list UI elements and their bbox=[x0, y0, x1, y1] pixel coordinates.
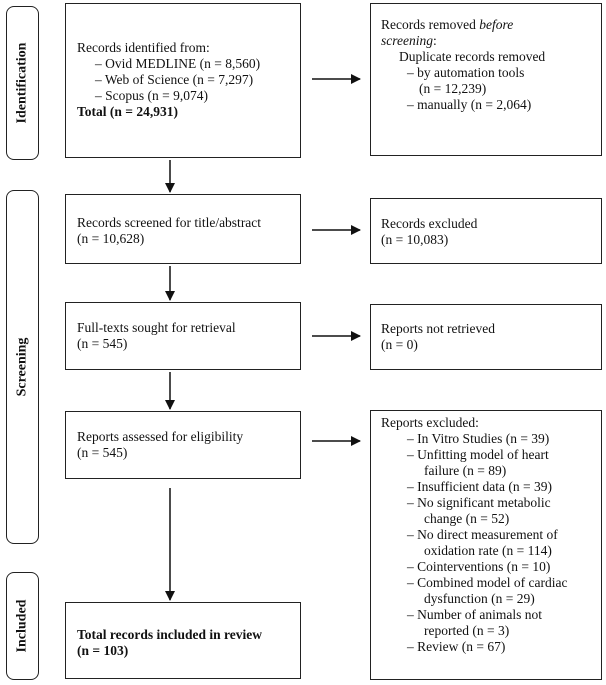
reports-excluded-box: Reports excluded: – In Vitro Studies (n … bbox=[370, 410, 602, 680]
exclusion-reason: – Combined model of cardiac bbox=[407, 575, 568, 590]
included-count: (n = 103) bbox=[77, 643, 129, 658]
records-removed-subtitle: screening: bbox=[381, 33, 437, 48]
source-scopus: – Scopus (n = 9,074) bbox=[95, 88, 208, 103]
records-identified-box: Records identified from: – Ovid MEDLINE … bbox=[65, 3, 301, 158]
removed-automation: – by automation tools bbox=[407, 65, 525, 80]
duplicate-records-label: Duplicate records removed bbox=[399, 49, 546, 64]
records-screened-count: (n = 10,628) bbox=[77, 231, 145, 246]
records-excluded-box: Records excluded (n = 10,083) bbox=[370, 198, 602, 264]
reports-not-retrieved-box: Reports not retrieved (n = 0) bbox=[370, 304, 602, 370]
records-identified-total: Total (n = 24,931) bbox=[77, 104, 178, 119]
reports-assessed-label: Reports assessed for eligibility bbox=[77, 429, 244, 444]
records-removed-box: Records removed before screening: Duplic… bbox=[370, 3, 602, 156]
exclusion-reason-cont: failure (n = 89) bbox=[424, 463, 507, 478]
stage-included: Included bbox=[6, 572, 39, 680]
records-screened-box: Records screened for title/abstract (n =… bbox=[65, 194, 301, 264]
records-excluded-count: (n = 10,083) bbox=[381, 232, 449, 247]
exclusion-reason-cont: dysfunction (n = 29) bbox=[424, 591, 535, 606]
records-excluded-label: Records excluded bbox=[381, 216, 478, 231]
exclusion-reason: – Insufficient data (n = 39) bbox=[407, 479, 552, 494]
source-medline: – Ovid MEDLINE (n = 8,560) bbox=[95, 56, 261, 71]
exclusion-reason-cont: reported (n = 3) bbox=[424, 623, 510, 638]
stage-screening: Screening bbox=[6, 190, 39, 544]
reports-not-retrieved-count: (n = 0) bbox=[381, 337, 418, 352]
reports-not-retrieved-label: Reports not retrieved bbox=[381, 321, 495, 336]
full-texts-sought-label: Full-texts sought for retrieval bbox=[77, 320, 236, 335]
full-texts-sought-count: (n = 545) bbox=[77, 336, 128, 351]
reports-excluded-heading: Reports excluded: bbox=[381, 415, 479, 430]
exclusion-reason-cont: change (n = 52) bbox=[424, 511, 510, 526]
removed-automation-count: (n = 12,239) bbox=[419, 81, 487, 96]
records-removed-title: Records removed before bbox=[381, 17, 514, 32]
exclusion-reason: – No significant metabolic bbox=[407, 495, 551, 510]
records-identified-heading: Records identified from: bbox=[77, 40, 210, 55]
exclusion-reason: – Unfitting model of heart bbox=[407, 447, 549, 462]
records-screened-label: Records screened for title/abstract bbox=[77, 215, 262, 230]
full-texts-sought-box: Full-texts sought for retrieval (n = 545… bbox=[65, 302, 301, 370]
included-label: Total records included in review bbox=[77, 627, 263, 642]
exclusion-reason: – In Vitro Studies (n = 39) bbox=[407, 431, 550, 446]
stage-identification: Identification bbox=[6, 6, 39, 160]
included-box: Total records included in review (n = 10… bbox=[65, 602, 301, 679]
exclusion-reason: – Review (n = 67) bbox=[407, 639, 506, 654]
reports-assessed-box: Reports assessed for eligibility (n = 54… bbox=[65, 411, 301, 479]
source-web-of-science: – Web of Science (n = 7,297) bbox=[95, 72, 254, 87]
exclusion-reason: – No direct measurement of bbox=[407, 527, 558, 542]
exclusion-reason-cont: oxidation rate (n = 114) bbox=[424, 543, 552, 558]
reports-assessed-count: (n = 545) bbox=[77, 445, 128, 460]
exclusion-reason: – Cointerventions (n = 10) bbox=[407, 559, 551, 574]
exclusion-reason: – Number of animals not bbox=[407, 607, 542, 622]
removed-manually: – manually (n = 2,064) bbox=[407, 97, 532, 112]
